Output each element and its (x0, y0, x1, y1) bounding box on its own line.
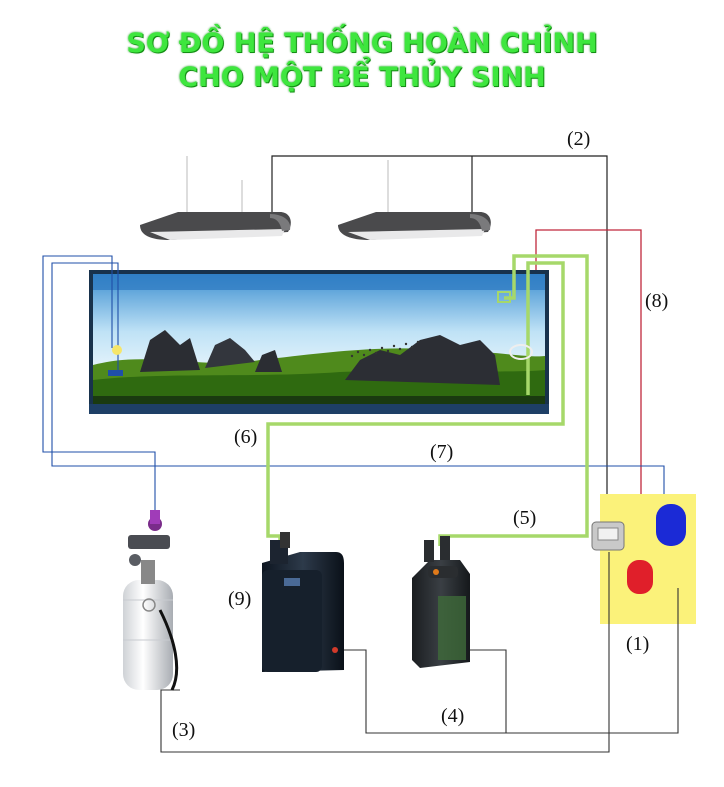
label-co2-line: (7) (430, 441, 454, 463)
diagram-title-line-1: SƠ ĐỒ HỆ THỐNG HOÀN CHỈNH (126, 28, 598, 59)
label-heater-line: (8) (645, 290, 669, 312)
co2-tubing (42, 255, 665, 510)
main-power-cable (160, 552, 679, 753)
aquarium-tank (89, 270, 549, 414)
light-hanging-wires (186, 156, 389, 212)
label-filter-pipe: (5) (513, 507, 537, 529)
label-power-cable: (4) (441, 705, 465, 727)
led-light-left (140, 212, 291, 240)
label-control-box: (1) (626, 633, 650, 655)
co2-cylinder (123, 510, 179, 691)
diagram-title-line-2: CHO MỘT BỂ THỦY SINH (178, 62, 546, 93)
aquarium-chiller (262, 532, 344, 672)
fish-school (350, 340, 420, 358)
label-chiller-in-pipe: (6) (234, 426, 258, 448)
outflow-nozzle (497, 291, 511, 303)
led-light-right (338, 212, 491, 240)
label-light-cable: (2) (567, 128, 591, 150)
heater-coil (509, 344, 533, 360)
light-power-cable (271, 155, 608, 520)
chiller-intake-pipe (266, 261, 565, 545)
label-co2-cable: (3) (172, 719, 196, 741)
label-chiller: (9) (228, 588, 252, 610)
timer-icon (591, 521, 625, 551)
control-box (600, 494, 696, 624)
co2-diffuser (108, 345, 123, 376)
canister-filter (412, 536, 470, 668)
